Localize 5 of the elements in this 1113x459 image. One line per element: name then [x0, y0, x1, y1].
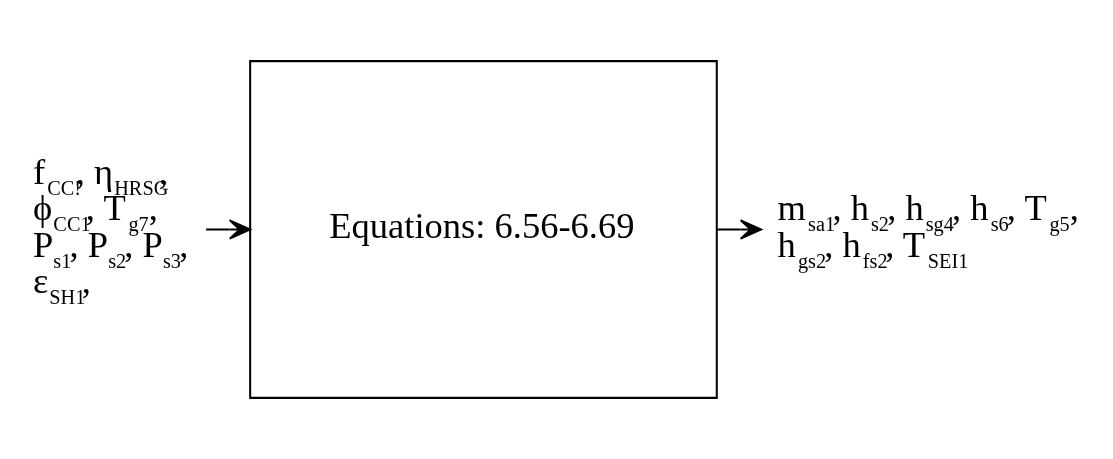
arrow: [717, 219, 762, 240]
node-box: Equations: 6.56-6.69: [249, 60, 718, 399]
node-text: m$_{sa1}$, h$_{s2}$, h$_{sg4}$, h$_{s6}$, T$_{g5}$, h$_{gs2}$, h$_{fs2}$, T$_{SEI1}$: [777, 187, 1079, 272]
node-text: f$_{CC!}$, η$_{HRSG}$, ϕ$_{CC1}$, T$_{g7}$, P$_{s1}$, P$_{s2}$, P$_{s3}$, ε$_{SH1}$,: [33, 150, 189, 309]
arrow: [206, 219, 251, 240]
